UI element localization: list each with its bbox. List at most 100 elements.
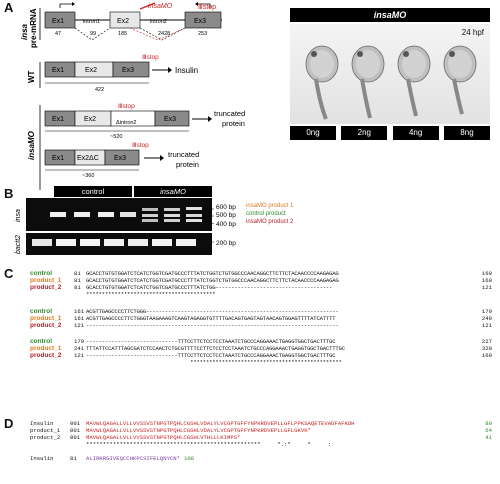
- row-end: 121: [481, 284, 492, 291]
- panel-e-title-bar: insaMO: [290, 8, 490, 22]
- premrna-ex2: [109, 11, 141, 29]
- embryo-4: [443, 45, 477, 115]
- dose-8ng: 8ng: [443, 126, 490, 140]
- mo2-product-2: protein: [176, 160, 199, 169]
- row-seq: ACGTTGAGCCCCTTCTGGGTAAGAAAGTCAAGTAGAGGTG…: [86, 315, 336, 322]
- mo2-row: Ex1 Ex2ΔC Ex3 Ⅲstop truncated protein ~3…: [44, 142, 199, 179]
- band-mo-2a: [164, 208, 180, 211]
- protein-seq: MAVWLQAGALLVLLVVSSVSTNPGTPQHLCGSHLVDALYL…: [86, 427, 311, 434]
- mo1-ex3-label: Ex3: [164, 116, 176, 123]
- row-start: 81: [74, 270, 81, 277]
- align-row: product_2 81 GCACCTGTGTGGATCTCATCTGGTCGA…: [30, 284, 495, 291]
- protein-end: 108: [184, 455, 195, 462]
- band-ctrl-2: [74, 212, 90, 217]
- control-product-label: control product: [246, 211, 286, 217]
- label-insa: insa: [20, 23, 29, 40]
- row-end: 160: [481, 277, 492, 284]
- embryo-2: [351, 45, 385, 119]
- row-seq: GCACCTGTGTGGATCTCATCTGGTCGATGCCCTTTATCTG…: [86, 284, 333, 291]
- row-name: product_1: [30, 277, 62, 284]
- premrna-row: Ex1 Ex2 Ex3 intron1 intron2 insaMO Ⅲstop…: [44, 2, 222, 41]
- label-insamo: insaMO: [27, 130, 36, 160]
- dose-4ng: 4ng: [392, 126, 439, 140]
- gel-group-control: control: [54, 186, 132, 197]
- premrna-intron2-label: intron2: [150, 19, 167, 25]
- mo1-ex1-label: Ex1: [52, 116, 64, 123]
- bp-600: 600 bp: [216, 204, 236, 211]
- premrna-mo-label: insaMO: [148, 3, 173, 10]
- mo1-product: truncated: [214, 109, 245, 118]
- band-mo-3c: [186, 219, 202, 222]
- row-start: 161: [74, 308, 85, 315]
- product-2-label: insaMO product 2: [246, 219, 294, 225]
- premrna-ex3-label: Ex3: [194, 18, 206, 25]
- panel-c-alignment: control 81 GCACCTGTGTGGATCTCATCTGGTCGATG…: [30, 270, 495, 372]
- align-row: product_1 81 GCACCTGTGTGGATCTCATCTGGTCGA…: [30, 277, 495, 284]
- row-start: 179: [74, 338, 85, 345]
- panel-d-alignment: Insulin 001 MAVWLQAGALLVLLVVSSVSTNPGTPQH…: [30, 420, 495, 462]
- protein-seq: MAVWLQAGALLVLLVVSSVSTNPGTPQHLCGSHLVTHLLL…: [86, 434, 241, 441]
- label-premrna: pre-mRNA: [29, 8, 38, 48]
- band-mo-2b: [164, 214, 180, 217]
- protein-name: Insulin: [30, 455, 54, 462]
- mo2-length: ~360: [82, 173, 94, 179]
- mo2-stop-label: Ⅲstop: [132, 142, 149, 149]
- label-wt: WT: [27, 70, 36, 83]
- wt-ex2-label: Ex2: [85, 67, 97, 74]
- row-end: 179: [481, 308, 492, 315]
- wt-row: Ex1 Ex2 Ex3 Ⅲstop Insulin 422: [44, 54, 198, 93]
- row-end: 169: [481, 352, 492, 359]
- band-ctrl-3: [98, 212, 114, 217]
- mo2-ex3: [104, 149, 140, 166]
- mo1-ex2-label: Ex2: [84, 116, 96, 123]
- align-row: control 81 GCACCTGTGTGGATCTCATCTGGTCGATG…: [30, 270, 495, 277]
- embryo-images: [305, 45, 477, 120]
- align-row: control 161 ACGTTGAGCCCCTTCTGGG---------…: [30, 308, 495, 315]
- stars-text: ****************************************…: [86, 291, 216, 298]
- gel-row-insa: insa: [15, 209, 22, 222]
- row-name: product_1: [30, 345, 62, 352]
- premrna-ex1: [44, 11, 76, 29]
- align-block-2: control 161 ACGTTGAGCCCCTTCTGGG---------…: [30, 308, 495, 338]
- band-mo-3b: [186, 214, 202, 217]
- row-seq: GCACCTGTGTGGATCTCATCTGGTCGATGCCCTTTATCTG…: [86, 270, 339, 277]
- wt-length: 422: [95, 87, 104, 93]
- protein-name: product_1: [30, 427, 61, 434]
- row-name: control: [30, 270, 53, 277]
- product-1-label: insaMO product 1: [246, 203, 294, 209]
- band-ctrl-4: [120, 212, 136, 217]
- mo1-intron-label: Δintron2: [116, 120, 137, 126]
- bp-500: 500 bp: [216, 212, 236, 219]
- align-row: product_1 161 ACGTTGAGCCCCTTCTGGGTAAGAAA…: [30, 315, 495, 322]
- gel-row-bactt2: bactt2: [15, 235, 22, 254]
- band-mo-1c: [142, 219, 158, 222]
- row-start: 241: [74, 345, 85, 352]
- protein-end: 64: [485, 427, 492, 434]
- dose-labels: 0ng 2ng 4ng 8ng: [290, 126, 490, 140]
- row-start: 81: [74, 284, 81, 291]
- row-seq: -----------------------------TTTCCTTCTCC…: [86, 338, 336, 345]
- premrna-len-2428: 2428: [158, 31, 170, 37]
- row-start: 81: [74, 277, 81, 284]
- protein-seq: MAVWLQAGALLVLLVVSSVSTNPGTPQHLCGSHLVDALYL…: [86, 420, 355, 427]
- wt-ex1-label: Ex1: [52, 67, 64, 74]
- wt-ex3-label: Ex3: [122, 67, 134, 74]
- row-name: product_1: [30, 315, 62, 322]
- mo1-product-2: protein: [222, 119, 245, 128]
- protein-row: product_2 001 MAVWLQAGALLVLLVVSSVSTNPGTP…: [30, 434, 495, 441]
- protein-start: 001: [70, 427, 81, 434]
- premrna-len-99: 99: [90, 31, 96, 37]
- bp-200: 200 bp: [216, 240, 236, 247]
- wt-product: Insulin: [175, 66, 198, 75]
- align-row: product_1 241 TTTATTCCATTTAGCGATCTCCAACT…: [30, 345, 495, 352]
- row-name: control: [30, 338, 53, 345]
- premrna-ex3: [184, 11, 222, 29]
- protein-name: Insulin: [30, 420, 54, 427]
- align-stars: ****************************************…: [30, 291, 495, 298]
- stars-text: ****************************************…: [86, 359, 342, 366]
- panel-a-diagram: insa pre-mRNA WT insaMO Ex1 Ex2 Ex3 intr…: [20, 2, 245, 190]
- mo1-ex3: [154, 110, 190, 127]
- protein-start: 81: [70, 455, 77, 462]
- wt-ex3: [112, 61, 150, 78]
- premrna-intron1-label: intron1: [83, 19, 100, 25]
